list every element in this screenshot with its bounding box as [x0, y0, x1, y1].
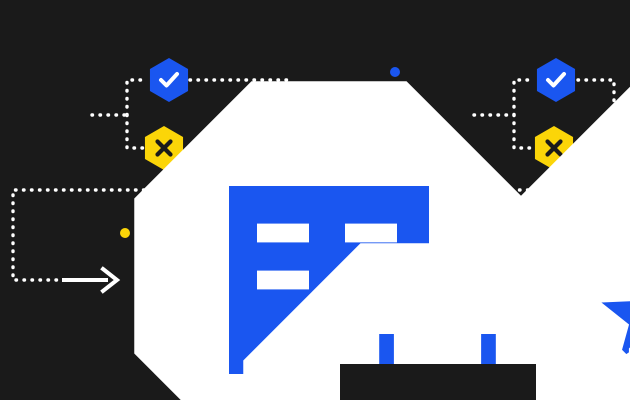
business-node[interactable]	[14, 76, 524, 400]
octagon-shape	[243, 243, 630, 400]
secured-node[interactable]	[512, 226, 630, 400]
reject-badge[interactable]	[144, 126, 184, 170]
check-icon	[546, 72, 566, 88]
rating-node[interactable]	[396, 78, 630, 400]
connector-split-down-reject	[125, 113, 147, 150]
accent-dot-blue	[390, 67, 400, 77]
approve-badge[interactable]	[536, 58, 576, 102]
connector-split2-down-reject	[512, 113, 535, 150]
approve-badge[interactable]	[149, 58, 189, 102]
schedule-node[interactable]	[123, 238, 630, 400]
three-stars-icon	[601, 301, 630, 359]
check-icon	[159, 72, 179, 88]
arrow-to-schedule	[62, 266, 121, 294]
accent-dot-yellow	[120, 228, 130, 238]
connector-split-up-approve	[125, 78, 150, 117]
connector-split2-up-approve	[512, 78, 536, 117]
cross-icon	[155, 139, 173, 157]
connector-approve-to-rating	[188, 78, 322, 117]
calendar-icon	[340, 334, 536, 400]
cross-icon	[545, 139, 563, 157]
